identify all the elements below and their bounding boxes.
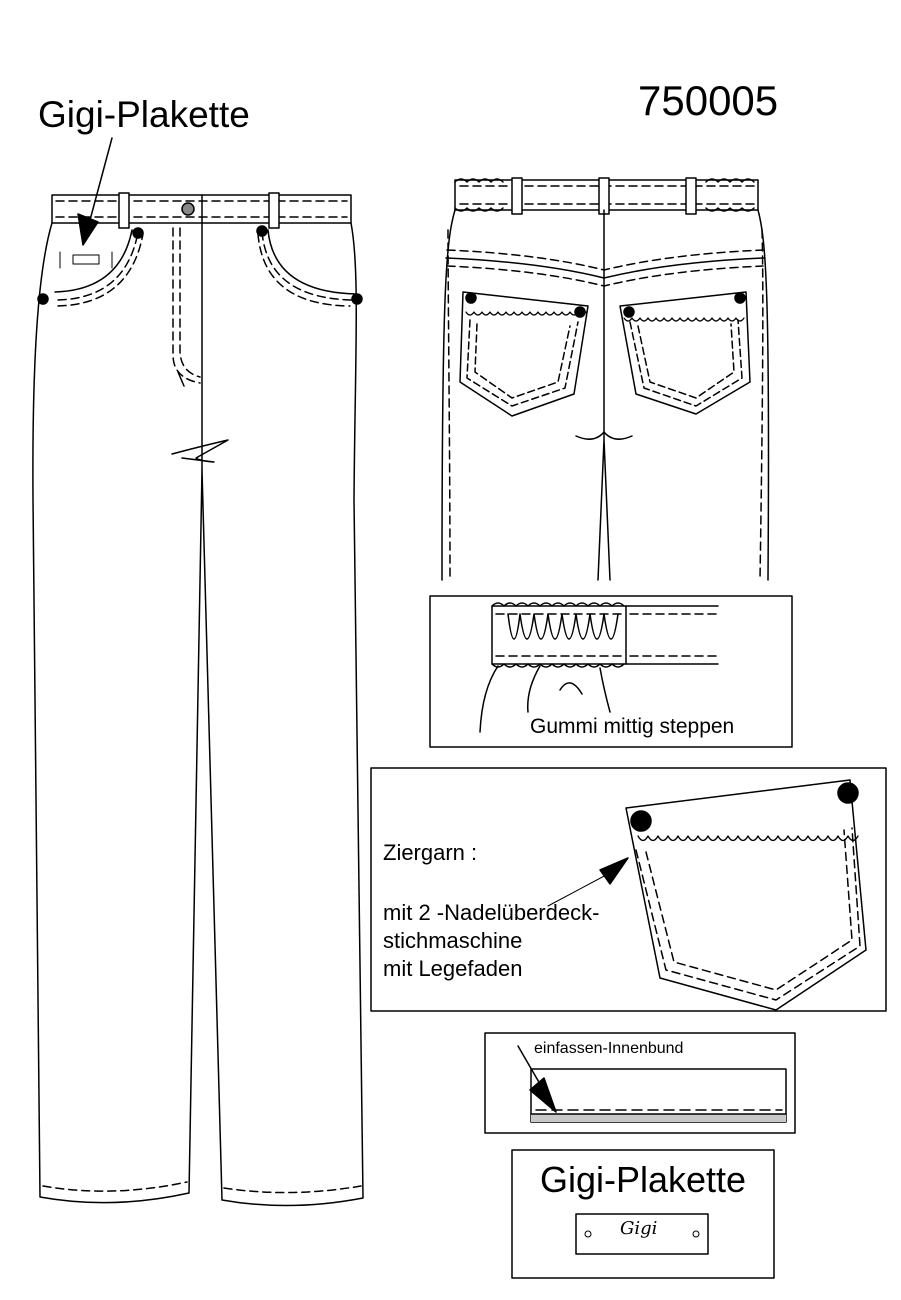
belt-loop-right xyxy=(268,192,280,229)
rivet-left-side xyxy=(37,293,49,305)
elastic-note: Gummi mittig steppen xyxy=(530,715,735,738)
seat-curves xyxy=(575,431,633,440)
ziergarn-left xyxy=(465,311,587,316)
plaque-callout-arrow xyxy=(89,137,113,221)
plaque-callout-label: Gigi-Plakette xyxy=(38,94,250,135)
front-pocket-right xyxy=(267,229,357,295)
ziergarn-label: Ziergarn : xyxy=(383,840,478,865)
plaque-detail-box xyxy=(511,1149,775,1279)
binding-detail-box xyxy=(484,1032,796,1134)
rivet-left-top xyxy=(132,227,144,239)
elastic-zigzag xyxy=(507,613,619,640)
coin-pocket-plaque xyxy=(72,254,100,265)
front-outline xyxy=(32,222,364,1207)
plaque-title: Gigi-Plakette xyxy=(539,1159,747,1200)
bartack xyxy=(177,371,185,387)
machine-line-2: stichmaschine xyxy=(383,928,523,953)
back-pocket-right xyxy=(619,291,751,415)
back-belt-loop-2 xyxy=(598,177,610,215)
crotch-detail xyxy=(171,439,229,463)
elastic-gathers-left xyxy=(454,178,504,212)
front-pocket-left xyxy=(54,229,133,293)
waistband-stitching xyxy=(55,200,348,218)
elastic-gathers-right xyxy=(705,178,755,212)
machine-line-1: mit 2 -Nadelüberdeck- xyxy=(383,900,600,925)
plaque-logo: Gigi xyxy=(620,1218,658,1239)
pocket-detail-shape xyxy=(625,779,867,1011)
rivet-right-side xyxy=(351,293,363,305)
elastic-detail-box xyxy=(429,595,793,748)
back-pocket-left xyxy=(459,291,589,417)
inseam xyxy=(597,439,611,581)
style-number: 750005 xyxy=(638,77,779,124)
back-belt-loop-3 xyxy=(685,177,697,215)
ziergarn-detail xyxy=(637,835,859,842)
ziergarn-right xyxy=(623,317,745,322)
waist-button xyxy=(181,202,195,216)
back-view xyxy=(441,177,770,581)
plaque-plate xyxy=(575,1213,709,1255)
front-hem-stitching xyxy=(42,1181,362,1194)
pocket-detail-box xyxy=(370,767,887,1012)
back-belt-loop-1 xyxy=(511,177,523,215)
front-view xyxy=(32,137,364,1207)
fly-stitching xyxy=(172,227,201,384)
binding-label: einfassen-Innenbund xyxy=(534,1040,684,1057)
rivet-right-top xyxy=(256,225,268,237)
back-outline xyxy=(441,209,770,581)
belt-loop-left xyxy=(118,192,130,229)
machine-line-3: mit Legefaden xyxy=(383,956,523,981)
back-yoke xyxy=(445,257,765,279)
